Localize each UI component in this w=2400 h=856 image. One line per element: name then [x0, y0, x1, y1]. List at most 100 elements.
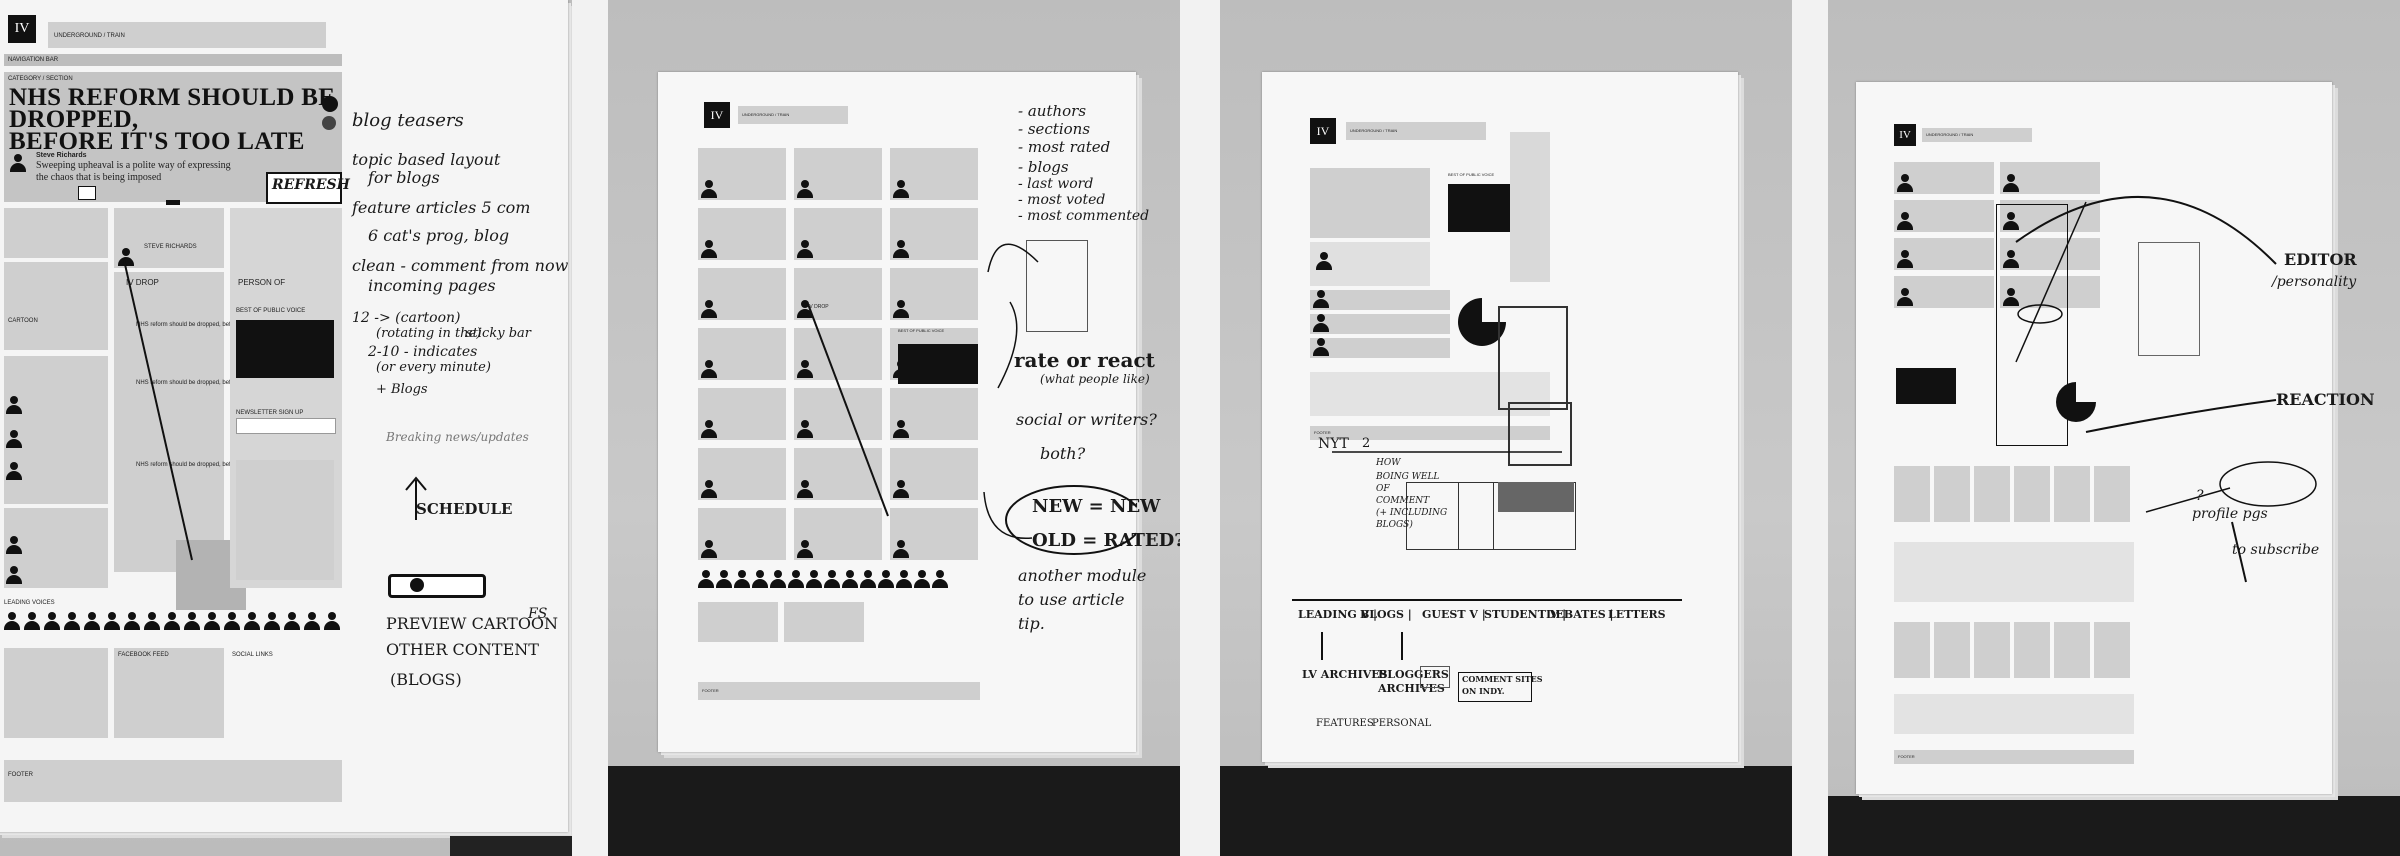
list-avatar [6, 430, 22, 448]
article-snippet: NHS reform should be dropped, before it'… [136, 380, 270, 386]
footer-bar [4, 760, 342, 802]
quote-box [1896, 368, 1956, 404]
leading-voice-avatar [896, 570, 912, 588]
newsletter-input[interactable] [236, 418, 336, 434]
sketch-note: OF [1376, 484, 1390, 494]
note: for blogs [368, 168, 440, 187]
editor-note: EDITOR [2284, 250, 2357, 269]
slider-sketch [388, 574, 486, 598]
sketch-box [1508, 402, 1572, 466]
card-avatar [893, 300, 909, 318]
leading-voice-avatar [184, 612, 200, 630]
note-list-item: - sections [1018, 120, 1091, 138]
preview-line: (BLOGS) [390, 670, 462, 689]
wireframe-grid [1310, 290, 1450, 360]
card-avatar [701, 540, 717, 558]
refresh-stamp[interactable] [266, 172, 342, 204]
social-links-label: SOCIAL LINKS [232, 652, 273, 658]
quote-box [898, 344, 978, 384]
note: (or every minute) [376, 360, 491, 375]
arrow-sketch [2015, 195, 2317, 583]
wireframe-sheet: IV UNDERGROUND / TRAIN IV DROP BEST OF P… [658, 72, 1180, 752]
bottom-tab: LEADING V | [1298, 608, 1377, 621]
card-avatar [893, 420, 909, 438]
arrow-sketch [123, 259, 427, 561]
leading-voice-avatar [716, 570, 732, 588]
card-avatar [701, 420, 717, 438]
bottom-tab: DEBATES | [1546, 608, 1614, 621]
bottom-block [698, 602, 778, 642]
note: 2-10 - indicates [368, 344, 478, 360]
top-bar [48, 22, 326, 48]
note-list-item: - authors [1018, 102, 1087, 120]
sketch-box [1420, 666, 1450, 688]
profile-card [2054, 466, 2090, 522]
profile-card [1934, 466, 1970, 522]
cartoon-label: CARTOON [8, 318, 38, 324]
bottom-tab: LETTERS [1608, 608, 1666, 621]
top-bar [1922, 128, 2032, 142]
bottom-tab: BLOGS | [1360, 608, 1412, 621]
leading-voices-label: LEADING VOICES [4, 600, 55, 606]
footer-bar [1894, 750, 2134, 764]
profile-card [1974, 466, 2010, 522]
top-bar [738, 106, 848, 124]
note: 6 cat's prog, blog [368, 226, 510, 245]
card-avatar [893, 480, 909, 498]
card-avatar [701, 360, 717, 378]
note: 12 -> (cartoon) [352, 310, 461, 326]
note: blog teasers [352, 110, 464, 131]
bottom-block [784, 602, 864, 642]
hero-deck-2: the chaos that is being imposed [36, 172, 162, 183]
card-avatar [701, 480, 717, 498]
to-use-note: to use article [1018, 590, 1125, 609]
profile-card [2094, 622, 2130, 678]
arrow-sketch [807, 243, 1136, 555]
card-avatar [797, 300, 813, 318]
sketch-note: BLOGS) [1376, 520, 1413, 530]
profile-card [2014, 466, 2050, 522]
leading-voice-avatar [224, 612, 240, 630]
list-avatar [6, 536, 22, 554]
article-snippet: NHS reform should be dropped, before it'… [136, 322, 270, 328]
leading-voice-avatar [244, 612, 260, 630]
photo-panel-1: IV UNDERGROUND / TRAIN NAVIGATION BAR CA… [0, 0, 572, 856]
sketch-box [1498, 482, 1574, 512]
top-bar-label: UNDERGROUND / TRAIN [1926, 132, 1974, 137]
arrow-sketch [1292, 451, 1682, 660]
leading-voice-avatar [104, 612, 120, 630]
sketch-note: BOING WELL [1376, 472, 1440, 482]
card-avatar [2003, 174, 2019, 192]
note: Breaking news/updates [386, 430, 529, 444]
leading-voice-avatar [324, 612, 340, 630]
card-avatar [2003, 250, 2019, 268]
personality-note: /personality [2272, 274, 2357, 290]
footer-bar [1310, 426, 1550, 440]
features-note: FEATURES [1316, 718, 1374, 729]
leading-voice-avatar [204, 612, 220, 630]
note-list-item: - most commented [1018, 208, 1150, 224]
card-avatar [1897, 288, 1913, 306]
note-list-item: - most rated [1018, 138, 1111, 156]
card-avatar [701, 300, 717, 318]
wireframe-sheet: IV UNDERGROUND / TRAIN NAVIGATION BAR CA… [0, 0, 568, 832]
leading-voice-avatar [124, 612, 140, 630]
leading-voice-avatar [842, 570, 858, 588]
footer-label: FOOTER [1898, 754, 1915, 759]
logo: IV [1310, 118, 1336, 144]
note-list-item: - most voted [1018, 192, 1106, 208]
card-avatar [701, 180, 717, 198]
card-avatar [1313, 338, 1329, 356]
footer-label: FOOTER [1314, 430, 1331, 435]
carousel-indicator [166, 200, 180, 205]
left-col-2 [4, 262, 108, 350]
in-drop-label: IV DROP [808, 304, 829, 310]
bottom-tab-row: LEADING V |BLOGS |GUEST V |STUDENT V |DE… [1298, 608, 1666, 630]
leading-voice-avatar [788, 570, 804, 588]
mid-col-2 [114, 272, 224, 572]
note: + Blogs [376, 382, 428, 397]
top-bar-label: UNDERGROUND / TRAIN [1350, 128, 1398, 133]
sketch-note: HOW [1376, 458, 1401, 468]
leading-voice-avatar [824, 570, 840, 588]
profile-card [1894, 622, 1930, 678]
